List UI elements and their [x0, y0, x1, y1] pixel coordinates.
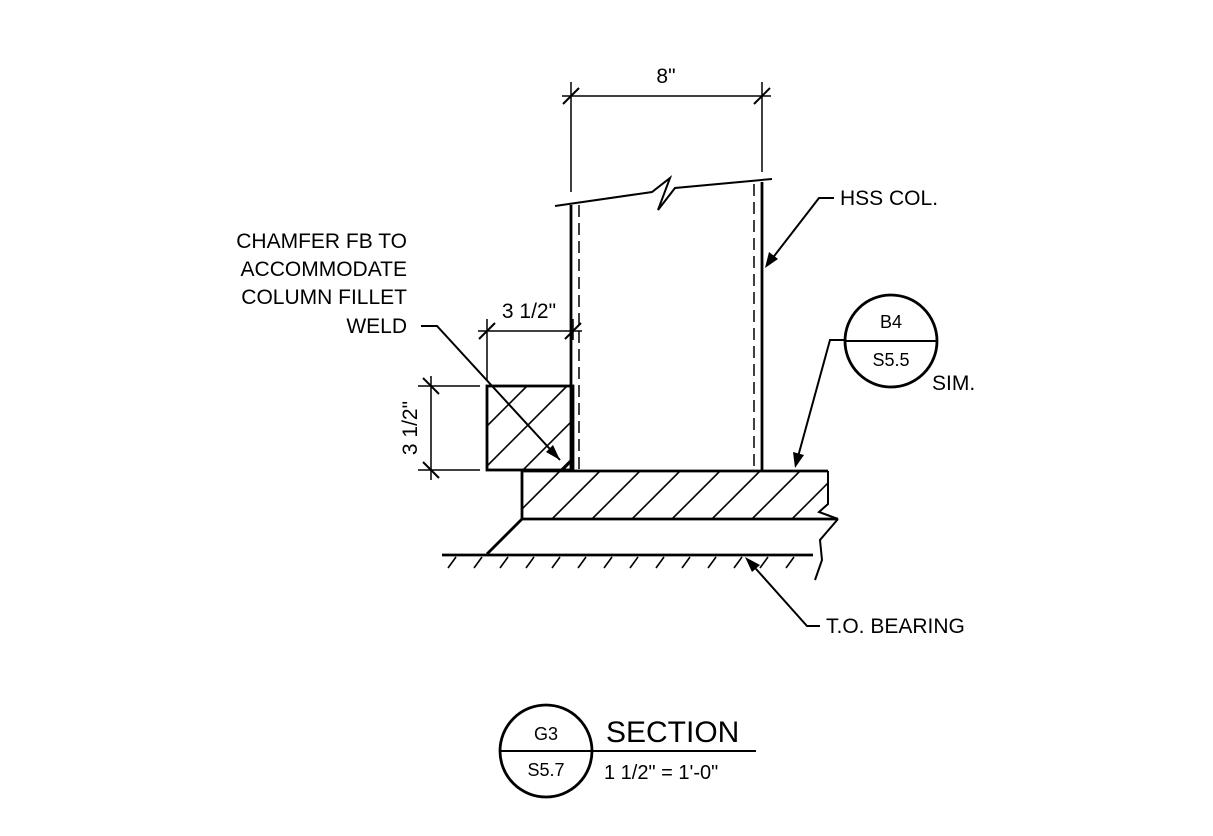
chamfer-note-line-1: CHAMFER FB TO [236, 230, 407, 253]
chamfer-leader [421, 325, 561, 461]
title-detail-number: G3 [534, 724, 558, 744]
bar-width-dimension: 3 1/2" [478, 300, 582, 380]
detail-reference-bubble: B4 S5.5 [843, 293, 939, 389]
column-width-label: 8" [656, 65, 675, 88]
detail-ref-leader [793, 339, 846, 468]
section-title-block: G3 S5.7 SECTION 1 1/2" = 1'-0" [498, 703, 756, 799]
chamfer-note-line-2: ACCOMMODATE [241, 258, 407, 281]
hss-col-note: HSS COL. [840, 187, 938, 210]
similar-note: SIM. [932, 372, 975, 395]
detail-ref-number: B4 [880, 312, 902, 332]
bar-height-dimension: 3 1/2" [399, 376, 480, 480]
chamfer-note: CHAMFER FB TO ACCOMMODATE COLUMN FILLET … [236, 230, 407, 338]
detail-ref-sheet: S5.5 [872, 350, 909, 370]
column-break-line [554, 175, 773, 211]
bearing-plate [520, 469, 839, 521]
chamfer-note-line-4: WELD [346, 315, 407, 338]
section-title: SECTION [606, 716, 739, 749]
bar-height-label: 3 1/2" [399, 401, 422, 455]
column-width-dimension: 8" [562, 65, 771, 192]
section-scale: 1 1/2" = 1'-0" [604, 762, 718, 784]
to-bearing-leader [745, 557, 820, 627]
hss-col-leader [765, 197, 834, 268]
bearing-surface [442, 518, 839, 581]
flat-bar-chamfer [560, 457, 574, 471]
plate-break-line [817, 471, 839, 520]
bearing-plate-hatch [522, 471, 838, 519]
ground-hatch [447, 556, 795, 569]
bar-width-label: 3 1/2" [502, 300, 556, 323]
title-sheet-number: S5.7 [527, 760, 564, 780]
hss-column [554, 175, 773, 471]
chamfer-note-line-3: COLUMN FILLET [241, 286, 407, 309]
to-bearing-note: T.O. BEARING [826, 615, 965, 638]
